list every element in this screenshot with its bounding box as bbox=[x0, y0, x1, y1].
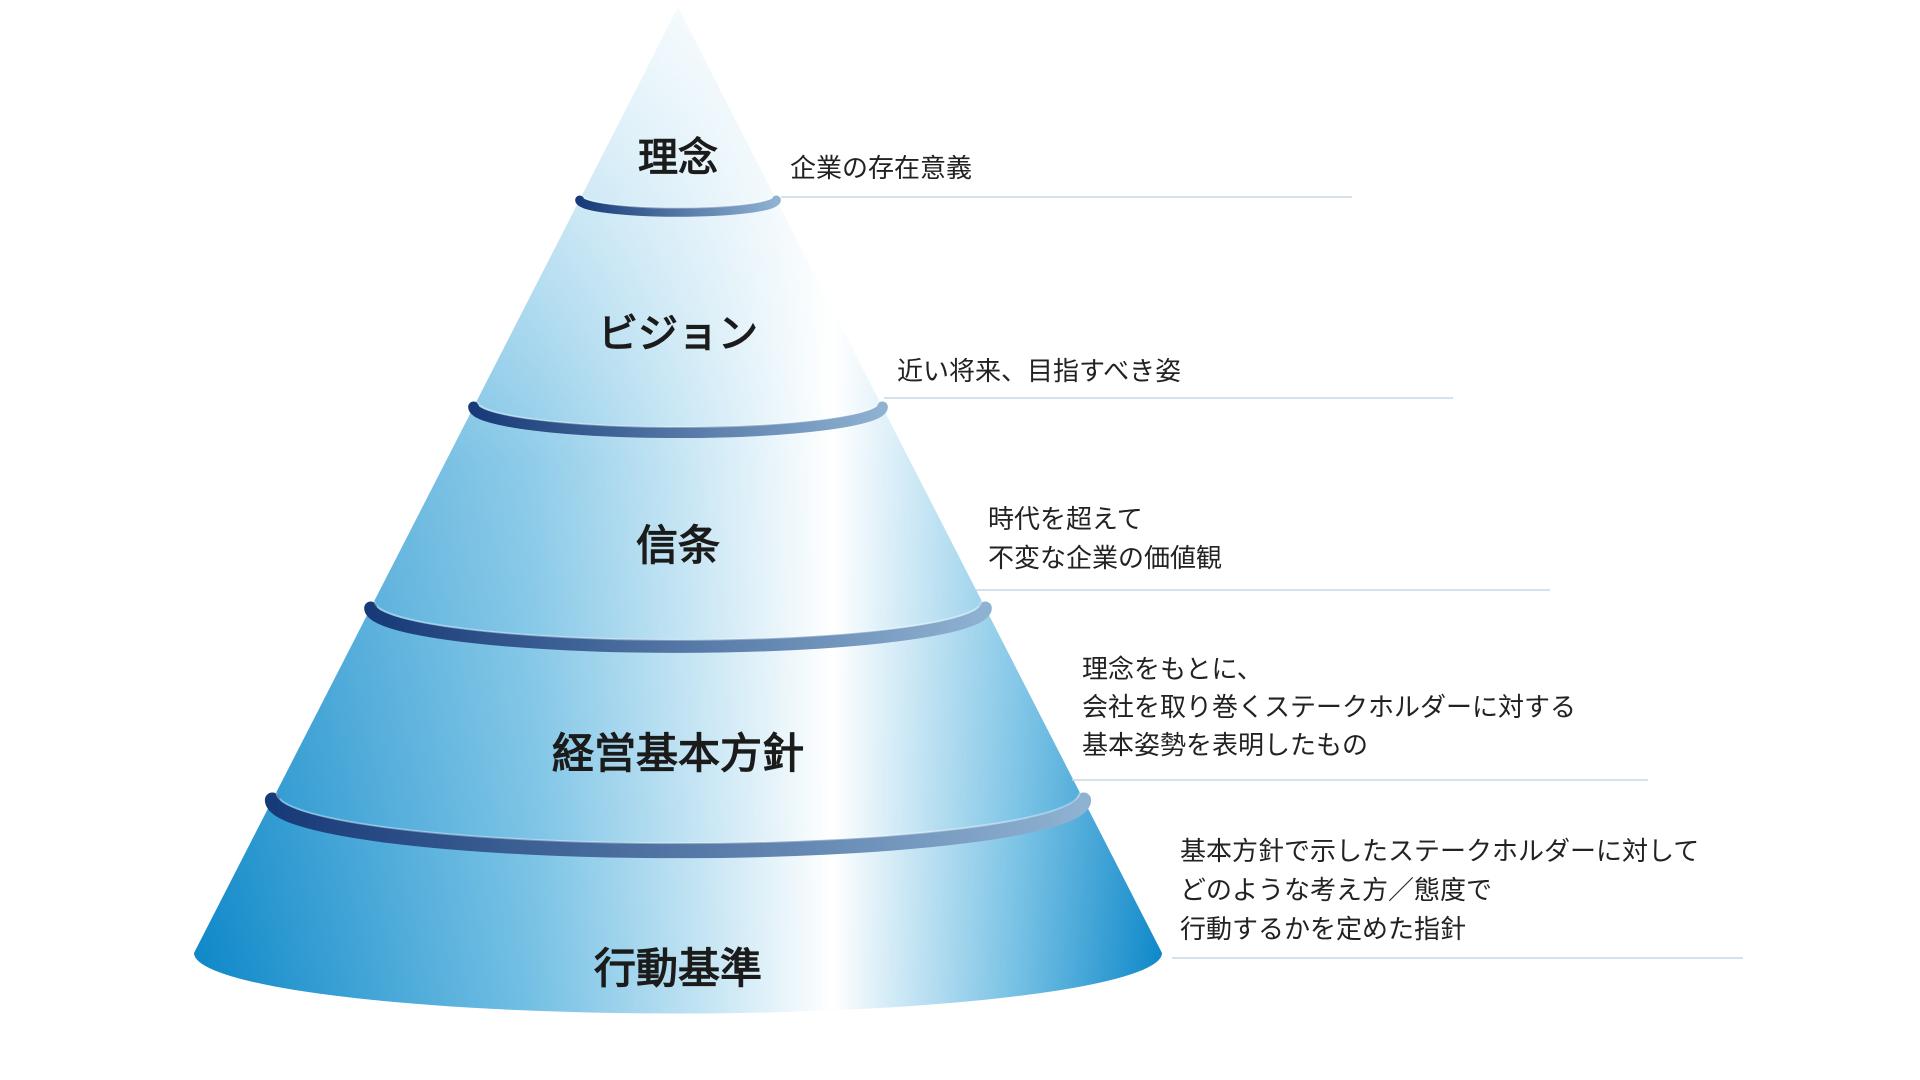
description-line: 理念をもとに、 bbox=[1082, 655, 1263, 685]
tier-label-2: ビジョン bbox=[598, 311, 758, 357]
tier-description-4: 理念をもとに、 会社を取り巻くステークホルダーに対する 基本姿勢を表明したもの bbox=[1082, 655, 1576, 761]
tier-label-1: 理念 bbox=[638, 135, 718, 181]
tier-label-5: 行動基準 bbox=[594, 944, 762, 993]
tier-divider-band bbox=[575, 195, 781, 217]
cone-highlight bbox=[194, 8, 1162, 1014]
tier-descriptions: 企業の存在意義 近い将来、目指すべき姿 時代を超えて 不変な企業の価値観 理念を… bbox=[790, 154, 1699, 945]
tier-label-3: 信条 bbox=[636, 521, 720, 570]
tier-divider-rim bbox=[476, 401, 880, 429]
tier-label-4: 経営基本方針 bbox=[552, 729, 804, 778]
description-line: 不変な企業の価値観 bbox=[988, 544, 1222, 574]
tier-divider-rim bbox=[582, 195, 774, 209]
description-line: どのような考え方／態度で bbox=[1180, 876, 1492, 906]
tier-dividers bbox=[264, 195, 1092, 859]
tier-divider-band bbox=[264, 792, 1092, 859]
description-line: 企業の存在意義 bbox=[790, 154, 972, 184]
tier-description-3: 時代を超えて 不変な企業の価値観 bbox=[988, 505, 1222, 574]
tier-divider-rim bbox=[373, 601, 983, 641]
description-line: 基本方針で示したステークホルダーに対して bbox=[1180, 837, 1699, 867]
description-line: 時代を超えて bbox=[988, 505, 1143, 535]
tier-divider-rim bbox=[275, 792, 1081, 845]
tier-labels: 理念 ビジョン 信条 経営基本方針 行動基準 bbox=[552, 135, 804, 993]
leader-lines bbox=[781, 196, 1743, 959]
tier-description-1: 企業の存在意義 bbox=[790, 154, 972, 184]
description-line: 近い将来、目指すべき姿 bbox=[897, 357, 1181, 387]
cone bbox=[194, 8, 1162, 1014]
tier-description-5: 基本方針で示したステークホルダーに対して どのような考え方／態度で 行動するかを… bbox=[1180, 837, 1699, 945]
tier-divider-band bbox=[364, 601, 992, 653]
description-line: 基本姿勢を表明したもの bbox=[1082, 731, 1368, 761]
tier-description-2: 近い将来、目指すべき姿 bbox=[897, 357, 1181, 387]
description-line: 行動するかを定めた指針 bbox=[1180, 915, 1466, 945]
description-line: 会社を取り巻くステークホルダーに対する bbox=[1082, 693, 1576, 723]
tier-divider-band bbox=[468, 401, 888, 439]
